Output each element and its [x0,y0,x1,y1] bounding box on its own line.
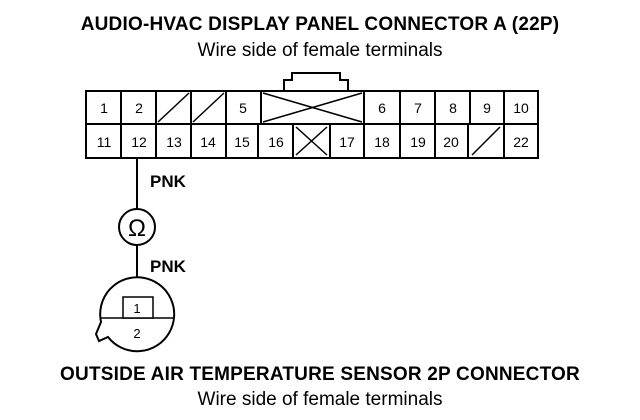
sensor-pin-1-cavity [122,296,154,319]
pin-label: 18 [374,134,390,150]
pin-label: 20 [443,134,459,150]
blocked-wide-cavity [262,91,365,124]
cavity-bottom-20: 20 [443,124,469,158]
ohmmeter-icon: Ω [118,208,156,246]
cavity-bottom-17: 17 [339,124,365,158]
pin-label: 19 [410,134,426,150]
cavity-bottom-19: 19 [410,124,436,158]
cavity-top-empty-3 [157,91,192,124]
pin-label: 16 [268,134,284,150]
cavity-top-8: 8 [449,91,471,124]
cavity-bottom-16: 16 [268,124,294,158]
sensor-pin-2-label: 2 [133,326,140,341]
cavity-top-9: 9 [483,91,505,124]
sensor-pin-1-label: 1 [133,301,140,316]
pin-label: 1 [100,100,108,116]
pin-label: 5 [239,100,247,116]
pin-label: 6 [378,100,386,116]
cavity-top-empty-4 [192,91,227,124]
pin-label: 7 [414,100,422,116]
cavity-bottom-14: 14 [200,124,227,158]
pin-label: 9 [483,100,491,116]
connector-a-title: AUDIO-HVAC DISPLAY PANEL CONNECTOR A (22… [80,14,560,35]
pin-label: 13 [166,134,182,150]
cavity-bottom-18: 18 [374,124,401,158]
connector-a-top-row: 1 2 5 6 7 [100,91,529,124]
pin-label: 22 [513,134,529,150]
pin-label: 11 [97,134,112,150]
sensor-connector-title: OUTSIDE AIR TEMPERATURE SENSOR 2P CONNEC… [60,364,580,385]
cavity-bottom-empty-x [295,124,331,158]
sensor-connector [94,276,176,353]
pin-label: 10 [513,100,529,116]
connector-a [85,72,539,159]
pin-label: 14 [200,134,216,150]
cavity-top-10: 10 [513,100,529,116]
cavity-bottom-12: 12 [131,124,157,158]
cavity-bottom-15: 15 [234,124,259,158]
cavity-top-1: 1 [100,91,122,124]
connector-a-subtitle: Wire side of female terminals [197,40,443,61]
wire-color-label-lower: PNK [150,257,187,276]
pin-label: 12 [131,134,147,150]
cavity-bottom-22: 22 [513,134,529,150]
cavity-top-6: 6 [378,91,401,124]
pin-label: 17 [339,134,355,150]
connector-a-bottom-row: 11 12 13 14 15 16 17 [97,124,529,158]
sensor-connector-subtitle: Wire side of female terminals [197,389,443,410]
cavity-top-5: 5 [239,91,262,124]
wire-color-label-upper: PNK [150,172,187,191]
pin-label: 8 [449,100,457,116]
cavity-top-2: 2 [135,91,157,124]
cavity-top-7: 7 [414,91,436,124]
cavity-bottom-11: 11 [97,124,122,158]
connector-a-lock-tab [283,72,349,91]
cavity-bottom-empty-21 [471,124,505,158]
pin-label: 2 [135,100,143,116]
pin-label: 15 [234,134,250,150]
cavity-bottom-13: 13 [166,124,192,158]
ohm-symbol: Ω [128,215,146,242]
